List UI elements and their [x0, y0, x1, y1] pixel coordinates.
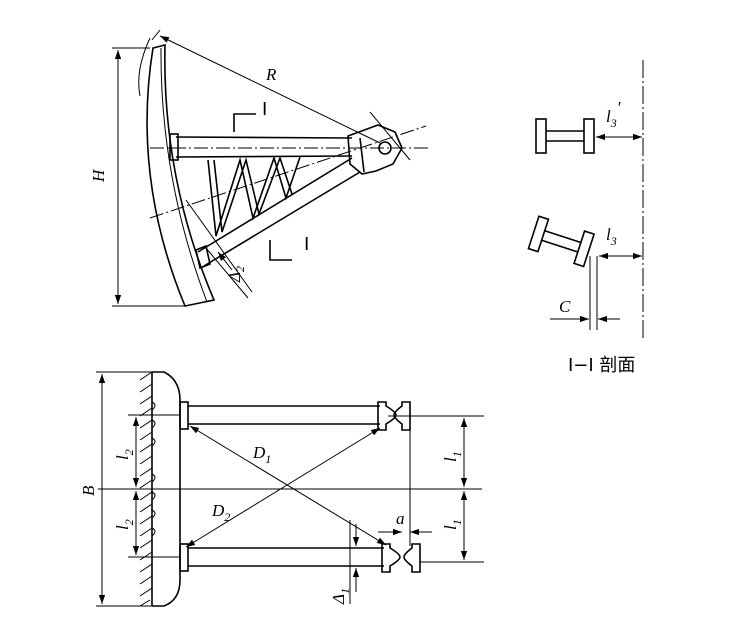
- delta2-arrow: [217, 251, 233, 271]
- hub-clevis: [347, 124, 403, 175]
- delta2-leader: [205, 247, 249, 299]
- section-mark-top: [233, 113, 256, 132]
- dim-R-ext: [151, 29, 161, 41]
- upper-roller: [377, 401, 411, 431]
- label-l3: l3: [606, 225, 617, 248]
- section-mark-bottom: [269, 240, 292, 261]
- label-l2-a: l2: [113, 449, 136, 460]
- sector-view: R H I I Δ2: [89, 29, 430, 307]
- lower-profile: [527, 215, 596, 268]
- lower-arm-top: [197, 157, 353, 253]
- label-D2: D2: [211, 501, 230, 524]
- plan-view: D1 D2 B l2 l2 l1 l1: [79, 371, 484, 607]
- label-D1: D1: [252, 443, 271, 466]
- label-delta1: Δ1: [329, 588, 352, 605]
- label-a: a: [396, 509, 405, 528]
- diagonal-D2: [185, 427, 381, 548]
- lower-arm-bot: [203, 171, 361, 267]
- lower-arm-end: [195, 244, 211, 270]
- label-delta2: Δ2: [225, 266, 247, 283]
- upper-arm-top: [175, 136, 353, 139]
- truss-web: [207, 155, 301, 237]
- label-l1-a: l1: [441, 451, 464, 462]
- section-caption: Ⅰ−Ⅰ 剖面: [568, 355, 635, 376]
- label-R: R: [265, 65, 277, 84]
- center-line-2: [149, 125, 427, 219]
- label-I-bottom: I: [304, 234, 309, 255]
- upper-arm-end: [169, 133, 179, 161]
- label-C: C: [559, 297, 571, 316]
- radius-arc: [138, 37, 151, 97]
- label-I-top: I: [262, 99, 267, 120]
- plate-inner-arc: [160, 47, 208, 303]
- center-line-3: [185, 199, 253, 293]
- center-line-4: [369, 111, 411, 161]
- label-B: B: [79, 485, 98, 496]
- dim-R-line: [159, 35, 381, 144]
- label-l2-b: l2: [113, 519, 136, 530]
- label-H: H: [89, 168, 108, 183]
- weld-bumps: [151, 401, 156, 537]
- upper-bar-end: [179, 401, 189, 430]
- label-l1-b: l1: [441, 519, 464, 530]
- base-plate: [152, 371, 181, 607]
- wall-hatch: [139, 371, 153, 607]
- label-l3p: l3′: [606, 98, 621, 130]
- upper-profile: [535, 118, 595, 154]
- lower-bar-end: [179, 543, 189, 572]
- curved-plate: [146, 43, 216, 307]
- section-I-I: l3′ l3 C Ⅰ−Ⅰ 剖面: [527, 60, 644, 376]
- diagonal-D1: [189, 425, 387, 546]
- upper-arm-bot: [175, 155, 353, 158]
- lower-roller: [381, 543, 421, 573]
